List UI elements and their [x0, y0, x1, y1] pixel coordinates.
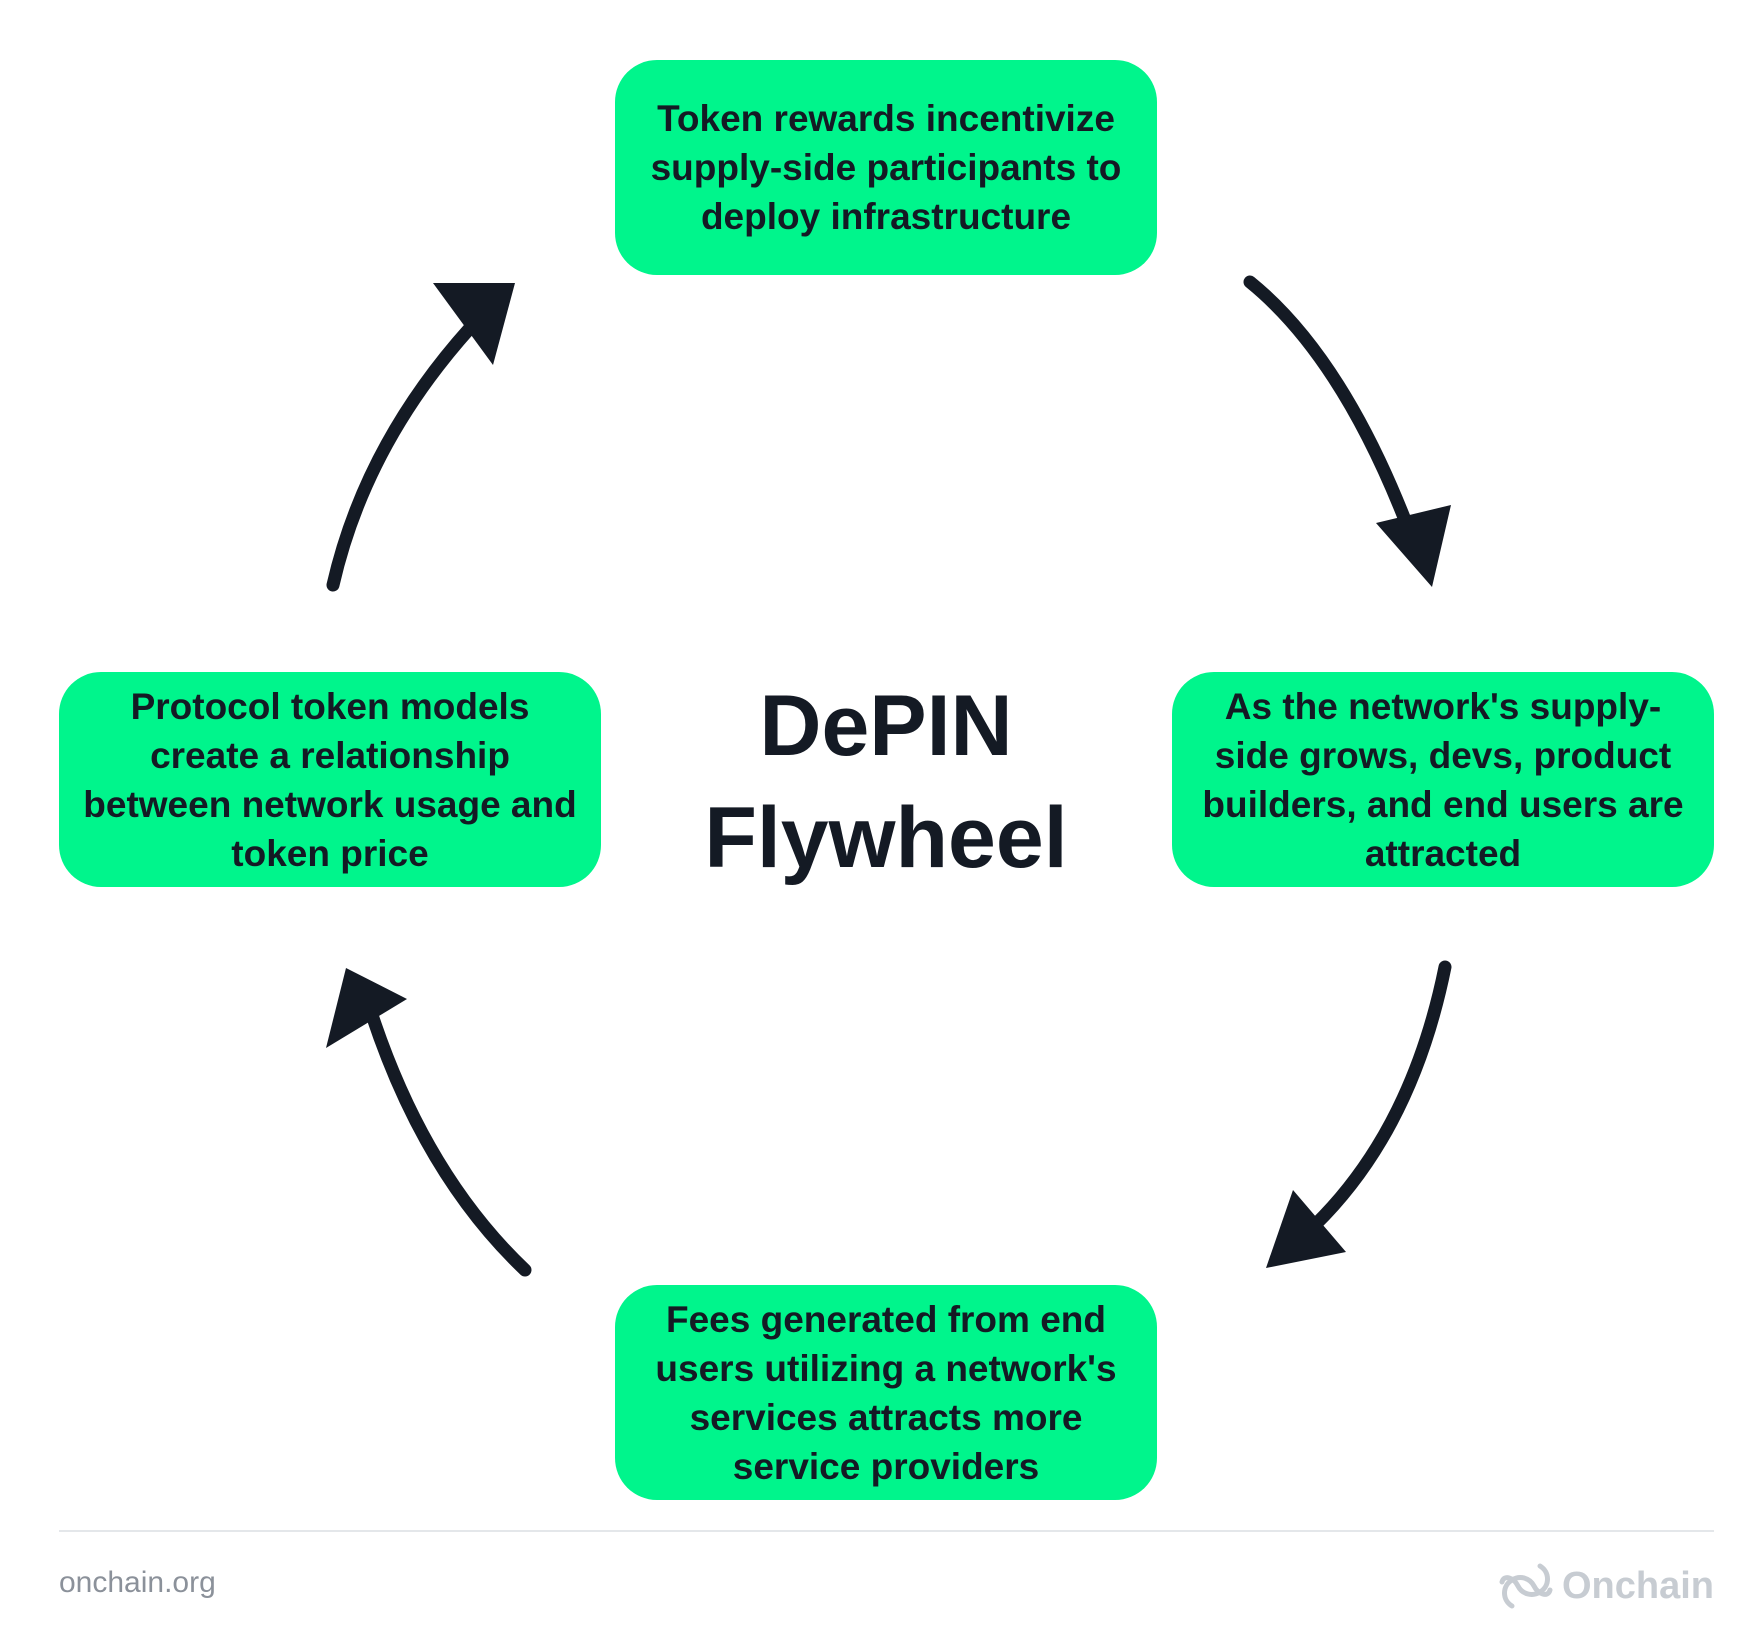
step-label-right: As the network's supply-side grows, devs…	[1202, 685, 1684, 874]
brand: Onchain	[1498, 1560, 1714, 1612]
footer-url[interactable]: onchain.org	[59, 1566, 216, 1599]
step-label-top: Token rewards incentivize supply-side pa…	[650, 98, 1122, 237]
arrow-bottom-to-left-head	[326, 968, 407, 1048]
arrow-right-to-bottom-head	[1266, 1190, 1346, 1268]
title-line-2: Flywheel	[704, 790, 1068, 886]
step-text-network-growth: As the network's supply-side grows, devs…	[1190, 682, 1696, 878]
footer-divider	[59, 1530, 1714, 1532]
arrow-left-to-top-shaft	[326, 321, 477, 592]
step-box-fees-generated: Fees generated from end users utilizing …	[615, 1285, 1157, 1500]
step-text-token-rewards: Token rewards incentivize supply-side pa…	[633, 94, 1139, 241]
arrow-right-to-bottom-shaft	[1308, 960, 1452, 1232]
onchain-logo-icon	[1499, 1563, 1553, 1609]
step-text-protocol-token-models: Protocol token models create a relations…	[77, 682, 583, 878]
brand-name: Onchain	[1561, 1564, 1714, 1607]
arrow-bottom-to-left-shaft	[365, 1008, 532, 1277]
step-box-network-growth: As the network's supply-side grows, devs…	[1172, 672, 1714, 887]
arrow-left-to-top-head	[433, 283, 515, 365]
arrow-top-to-right-shaft	[1243, 275, 1412, 527]
arrow-top-to-right-head	[1376, 505, 1451, 587]
diagram-title: DePIN Flywheel	[600, 670, 1172, 894]
step-text-fees-generated: Fees generated from end users utilizing …	[633, 1295, 1139, 1491]
step-label-bottom: Fees generated from end users utilizing …	[655, 1298, 1117, 1487]
step-box-protocol-token-models: Protocol token models create a relations…	[59, 672, 601, 887]
step-label-left: Protocol token models create a relations…	[83, 685, 577, 874]
title-line-1: DePIN	[759, 678, 1013, 774]
step-box-token-rewards: Token rewards incentivize supply-side pa…	[615, 60, 1157, 275]
